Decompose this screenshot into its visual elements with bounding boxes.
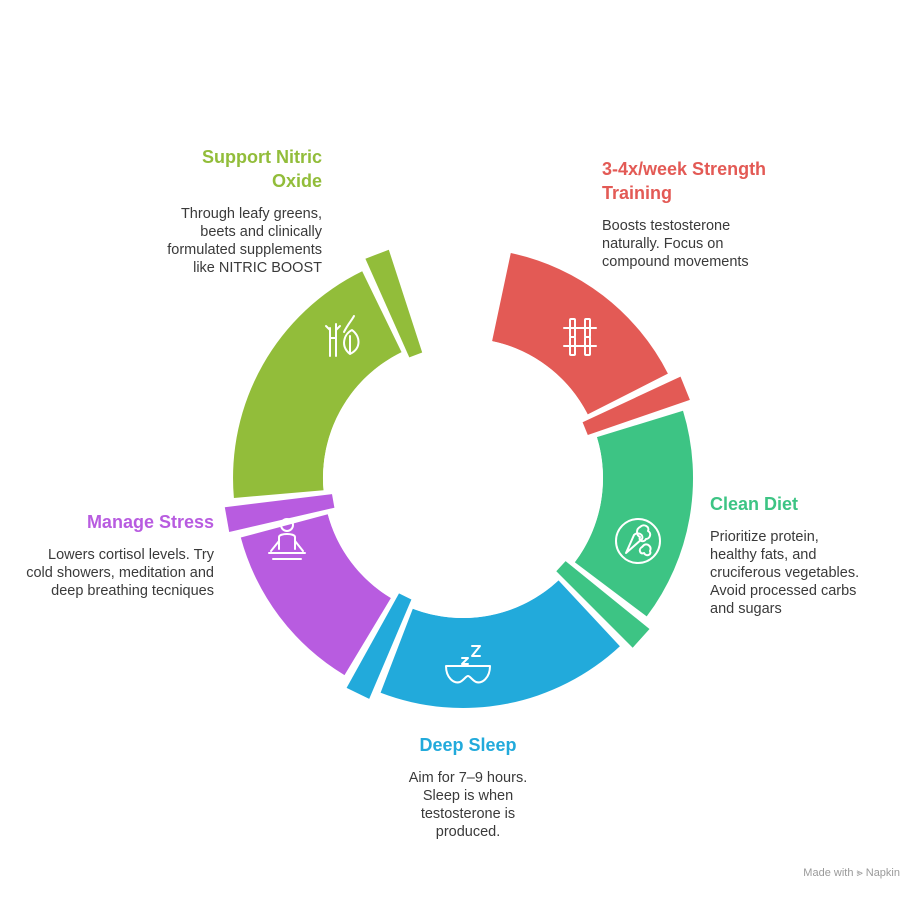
step-nitric-title: Support Nitric Oxide: [202, 147, 322, 191]
step-nitric-desc: Through leafy greens, beets and clinical…: [167, 206, 322, 276]
connector-stress: [224, 494, 335, 532]
step-sleep-desc: Aim for 7–9 hours. Sleep is when testost…: [408, 770, 528, 840]
step-stress-desc: Lowers cortisol levels. Try cold showers…: [26, 547, 214, 599]
step-strength-desc: Boosts testosterone naturally. Focus on …: [602, 218, 749, 270]
connector-sleep: [346, 593, 412, 699]
step-sleep: Deep Sleep Aim for 7–9 hours. Sleep is w…: [358, 733, 578, 841]
step-strength: 3-4x/week Strength Training Boosts testo…: [602, 157, 862, 271]
plant-leaf-icon: [325, 315, 360, 357]
step-strength-title: 3-4x/week Strength Training: [602, 159, 767, 203]
connector-strength: [582, 376, 690, 435]
step-stress: Manage Stress Lowers cortisol levels. Tr…: [6, 510, 214, 600]
ring: [233, 253, 694, 708]
step-sleep-title: Deep Sleep: [419, 735, 517, 755]
connector-nitric: [365, 249, 423, 358]
segment-strength: [492, 253, 668, 415]
connector-diet: [556, 561, 650, 648]
napkin-watermark: Made with ⪢ Napkin: [803, 867, 900, 879]
step-diet-desc: Prioritize protein, healthy fats, and cr…: [710, 529, 860, 617]
barbell-icon: [563, 318, 597, 356]
step-diet: Clean Diet Prioritize protein, healthy f…: [710, 492, 900, 618]
segment-stress: [240, 514, 391, 676]
segment-nitric: [233, 271, 402, 498]
step-nitric: Support Nitric Oxide Through leafy green…: [120, 145, 322, 277]
segment-sleep: [380, 580, 620, 708]
sleep-mask-icon: [445, 645, 491, 684]
step-diet-title: Clean Diet: [710, 494, 799, 514]
step-stress-title: Manage Stress: [86, 512, 214, 532]
meditation-icon: [268, 518, 306, 560]
vegetables-icon: [615, 518, 661, 564]
segment-diet: [574, 410, 694, 617]
icons: [268, 315, 661, 684]
